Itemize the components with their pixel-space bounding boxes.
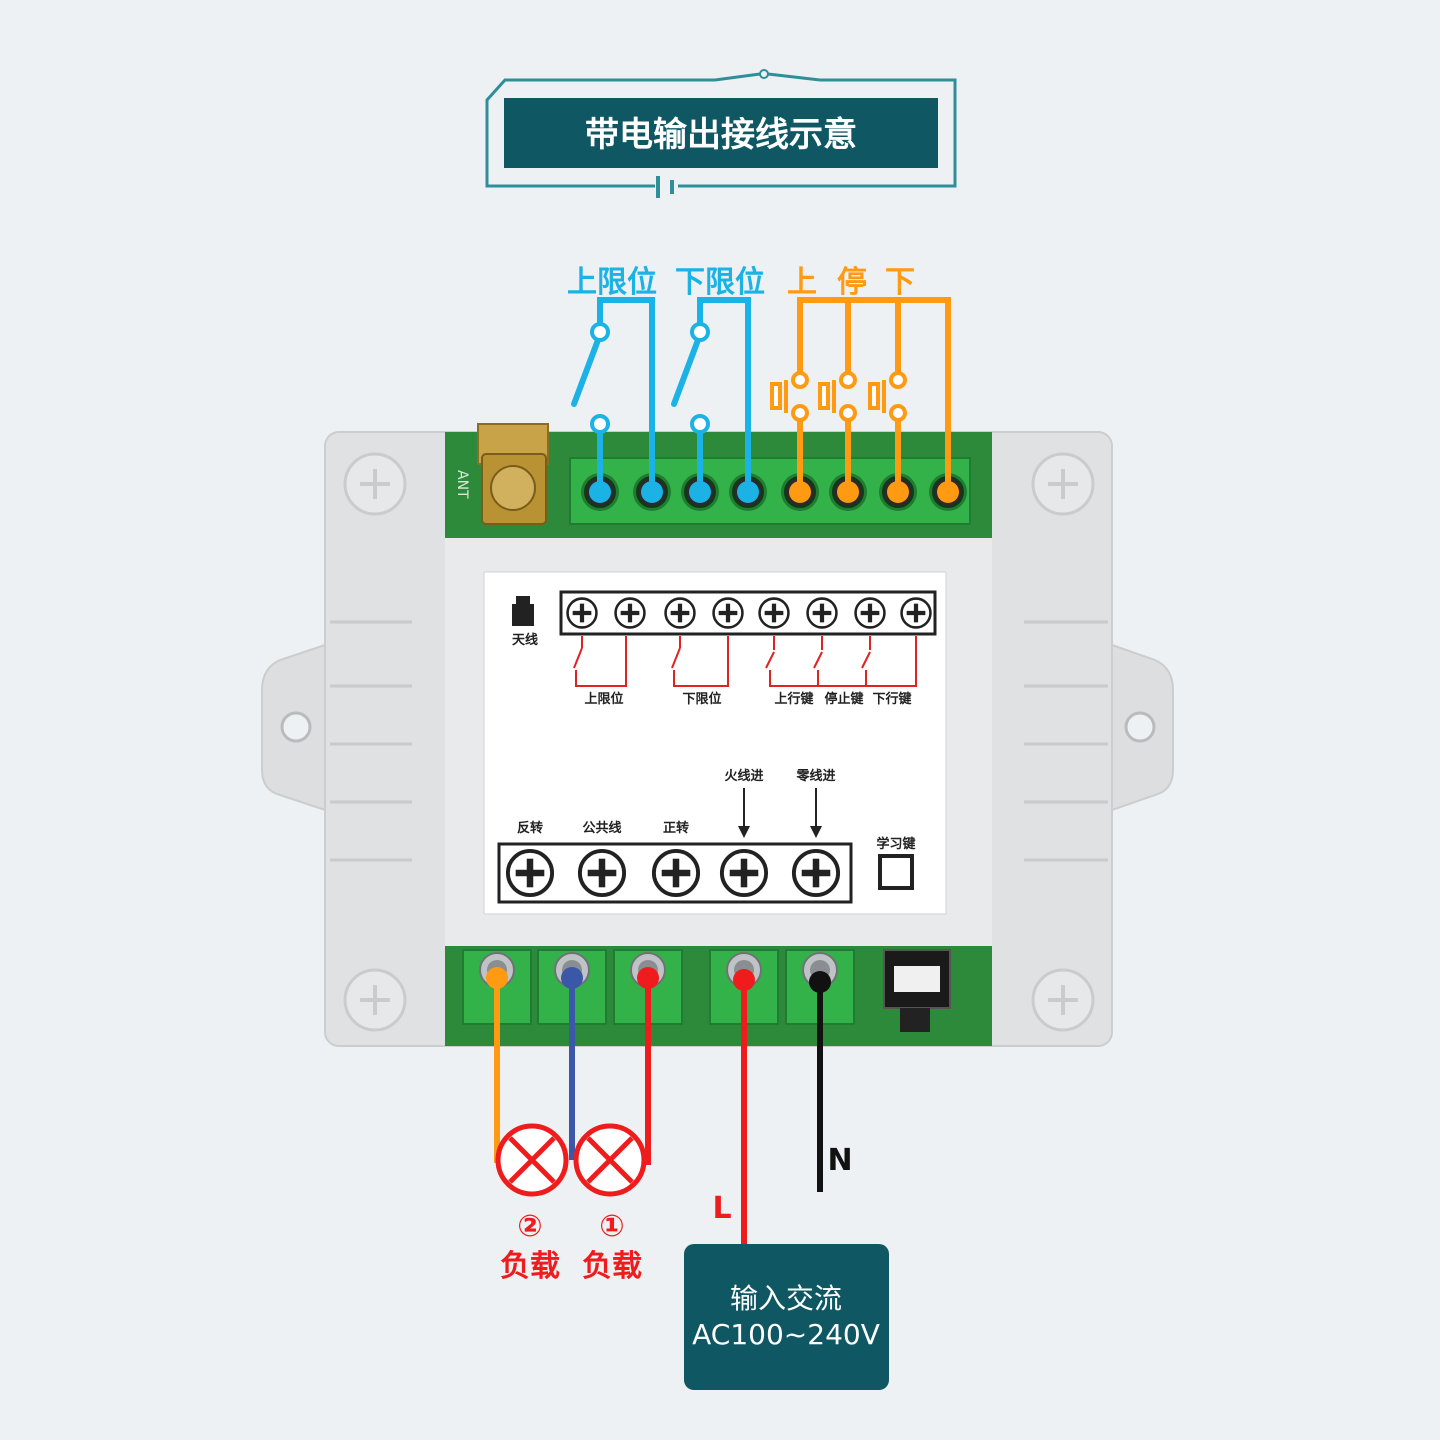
push-button-icon (770, 371, 809, 422)
load-2-number: ② (517, 1209, 542, 1244)
neutral-wire-label: N (827, 1143, 852, 1178)
stop-button-label: 停 (837, 265, 867, 300)
panel-down-key-label: 下行键 (872, 691, 911, 707)
panel-screw-icon (712, 597, 744, 629)
switch-contact-icon (690, 414, 710, 434)
power-input-line2: AC100~240V (692, 1318, 880, 1351)
right-ribs (1024, 620, 1108, 862)
load-1-lamp-icon (573, 1123, 647, 1197)
panel-lower-limit-label: 下限位 (682, 691, 721, 707)
panel-screw-icon (651, 848, 701, 898)
bottom-terminal-dots (486, 967, 831, 993)
panel-antenna-label: 天线 (512, 632, 538, 648)
panel-reverse-label: 反转 (517, 820, 543, 836)
ant-silkscreen: ANT (454, 470, 470, 499)
right-mounting-hole (1124, 711, 1156, 743)
panel-screw-icon (664, 597, 696, 629)
screw-icon (343, 452, 407, 516)
panel-screw-icon (854, 597, 886, 629)
panel-screw-icon (577, 848, 627, 898)
upper-limit-label: 上限位 (567, 265, 657, 300)
bottom-terminal-blocks (462, 949, 855, 1025)
left-ribs (330, 620, 412, 862)
antenna-icon (516, 596, 530, 604)
switch-contact-icon (690, 322, 710, 342)
panel-screw-icon (614, 597, 646, 629)
panel-forward-label: 正转 (663, 820, 689, 836)
load-1-label: 负载 (582, 1249, 642, 1284)
panel-upper-limit-label: 上限位 (584, 691, 623, 707)
power-input-line1: 输入交流 (730, 1282, 842, 1315)
left-mounting-hole (280, 711, 312, 743)
push-button-icon (868, 371, 907, 422)
panel-bottom-terminal-row (497, 842, 853, 904)
load-1-number: ① (599, 1209, 624, 1244)
title-box (504, 98, 938, 168)
panel-learn-key-label: 学习键 (876, 836, 915, 852)
panel-screw-icon (566, 597, 598, 629)
panel-neutral-in-label: 零线进 (795, 768, 835, 784)
up-button-label: 上 (787, 265, 817, 300)
panel-screw-icon (505, 848, 555, 898)
down-button-label: 下 (885, 265, 915, 300)
button-wiring (770, 297, 951, 492)
live-wire-label: L (712, 1191, 731, 1226)
push-button-icon (818, 371, 857, 422)
screw-icon (343, 968, 407, 1032)
panel-switch-schematics (573, 636, 917, 687)
page-title: 带电输出接线示意 (585, 115, 857, 155)
power-input-box: 输入交流 AC100~240V (684, 1244, 889, 1390)
panel-up-key-label: 上行键 (774, 691, 813, 707)
panel-common-label: 公共线 (582, 820, 621, 836)
panel-screw-icon (719, 848, 769, 898)
switch-contact-icon (590, 322, 610, 342)
top-terminal-dots (589, 481, 959, 503)
title-banner: 带电输出接线示意 (485, 69, 957, 198)
screw-icon (1031, 452, 1095, 516)
panel-live-in-label: 火线进 (724, 768, 763, 784)
panel-screw-icon (791, 848, 841, 898)
load-2-lamp-icon (495, 1123, 569, 1197)
switch-contact-icon (590, 414, 610, 434)
panel-screw-icon (900, 597, 932, 629)
panel-screw-icon (806, 597, 838, 629)
panel-learn-button-icon (878, 854, 914, 890)
lower-limit-label: 下限位 (675, 265, 765, 300)
limit-switch-wiring (571, 297, 751, 495)
panel-stop-key-label: 停止键 (824, 691, 863, 707)
screw-icon (1031, 968, 1095, 1032)
load-2-label: 负载 (500, 1249, 560, 1284)
panel-top-terminal-row (559, 590, 937, 636)
label-panel: 天线 上限位 下限位 上行键 停止键 下行键 火线进 零线进 (483, 571, 947, 915)
panel-screw-icon (758, 597, 790, 629)
